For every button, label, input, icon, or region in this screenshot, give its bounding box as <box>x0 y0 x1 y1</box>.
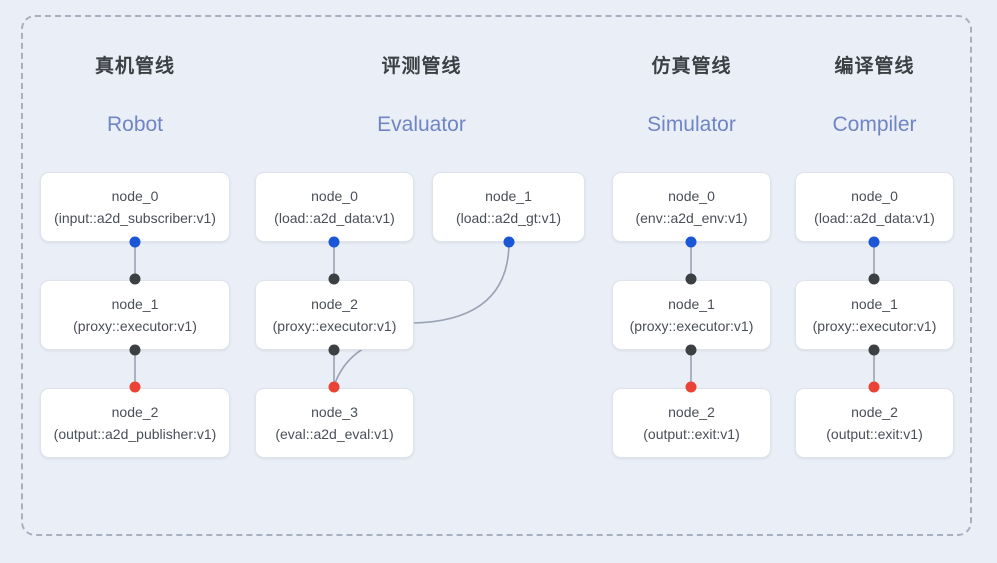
port-out-evaluator-2[interactable] <box>328 344 340 356</box>
node-evaluator-3[interactable]: node_3 (eval::a2d_eval:v1) <box>255 388 414 458</box>
node-label-name: node_1 <box>485 188 532 204</box>
port-out-robot-1[interactable] <box>129 344 141 356</box>
column-title-simulator: 仿真管线 <box>651 56 732 77</box>
column-subtitle-robot: Robot <box>106 113 164 136</box>
column-title-compiler: 编译管线 <box>834 56 915 77</box>
node-label-name: node_2 <box>111 404 159 420</box>
node-simulator-2[interactable]: node_2 (output::exit:v1) <box>612 388 771 458</box>
port-out-evaluator-gt[interactable] <box>503 236 515 248</box>
port-out-evaluator-0[interactable] <box>328 236 340 248</box>
node-label-name: node_3 <box>311 404 358 420</box>
node-label-name: node_0 <box>111 188 159 204</box>
port-out-simulator-0[interactable] <box>685 236 697 248</box>
node-label-name: node_2 <box>311 296 358 312</box>
port-out-compiler-0[interactable] <box>868 236 880 248</box>
node-label-type: (load::a2d_data:v1) <box>274 210 395 226</box>
node-label-name: node_2 <box>668 404 715 420</box>
port-out-robot-0[interactable] <box>129 236 141 248</box>
node-label-name: node_0 <box>311 188 358 204</box>
node-label-type: (env::a2d_env:v1) <box>635 210 748 226</box>
port-out-compiler-1[interactable] <box>868 344 880 356</box>
node-simulator-0[interactable]: node_0 (env::a2d_env:v1) <box>612 172 771 242</box>
port-in-compiler-2[interactable] <box>868 381 880 393</box>
node-label-type: (load::a2d_gt:v1) <box>455 210 562 226</box>
node-label-name: node_1 <box>111 296 159 312</box>
node-label-type: (output::exit:v1) <box>826 426 923 442</box>
node-label-type: (output::exit:v1) <box>643 426 740 442</box>
port-in-simulator-1[interactable] <box>685 273 697 285</box>
node-label-type: (proxy::executor:v1) <box>812 318 937 334</box>
column-title-evaluator: 评测管线 <box>381 56 462 77</box>
port-in-robot-1[interactable] <box>129 273 141 285</box>
node-label-name: node_2 <box>851 404 898 420</box>
node-label-name: node_1 <box>668 296 715 312</box>
node-compiler-1[interactable]: node_1 (proxy::executor:v1) <box>795 280 954 350</box>
pipeline-column-robot: 真机管线 Robot <box>40 55 230 138</box>
node-robot-1[interactable]: node_1 (proxy::executor:v1) <box>40 280 230 350</box>
port-in-simulator-2[interactable] <box>685 381 697 393</box>
port-in-compiler-1[interactable] <box>868 273 880 285</box>
column-title-robot: 真机管线 <box>94 56 175 77</box>
pipeline-group-frame <box>21 15 972 536</box>
node-label-name: node_0 <box>668 188 715 204</box>
node-label-type: (proxy::executor:v1) <box>629 318 754 334</box>
node-label-type: (output::a2d_publisher:v1) <box>53 426 217 442</box>
node-label-name: node_0 <box>851 188 898 204</box>
node-simulator-1[interactable]: node_1 (proxy::executor:v1) <box>612 280 771 350</box>
column-subtitle-simulator: Simulator <box>647 113 736 136</box>
node-evaluator-0[interactable]: node_0 (load::a2d_data:v1) <box>255 172 414 242</box>
node-evaluator-gt[interactable]: node_1 (load::a2d_gt:v1) <box>432 172 585 242</box>
column-subtitle-compiler: Compiler <box>832 113 917 136</box>
port-out-simulator-1[interactable] <box>685 344 697 356</box>
column-subtitle-evaluator: Evaluator <box>377 113 466 136</box>
node-robot-0[interactable]: node_0 (input::a2d_subscriber:v1) <box>40 172 230 242</box>
node-label-type: (proxy::executor:v1) <box>73 318 197 334</box>
port-in-robot-2[interactable] <box>129 381 141 393</box>
node-label-type: (eval::a2d_eval:v1) <box>275 426 394 442</box>
node-compiler-0[interactable]: node_0 (load::a2d_data:v1) <box>795 172 954 242</box>
pipeline-column-compiler: 编译管线 Compiler <box>795 55 954 138</box>
node-label-type: (input::a2d_subscriber:v1) <box>54 210 216 226</box>
port-in-evaluator-3[interactable] <box>328 381 340 393</box>
pipeline-column-simulator: 仿真管线 Simulator <box>612 55 771 138</box>
node-evaluator-2[interactable]: node_2 (proxy::executor:v1) <box>255 280 414 350</box>
node-compiler-2[interactable]: node_2 (output::exit:v1) <box>795 388 954 458</box>
node-robot-2[interactable]: node_2 (output::a2d_publisher:v1) <box>40 388 230 458</box>
node-label-type: (load::a2d_data:v1) <box>814 210 935 226</box>
node-label-type: (proxy::executor:v1) <box>272 318 397 334</box>
pipeline-column-evaluator: 评测管线 Evaluator <box>255 55 588 138</box>
node-label-name: node_1 <box>851 296 898 312</box>
port-in-evaluator-2[interactable] <box>328 273 340 285</box>
